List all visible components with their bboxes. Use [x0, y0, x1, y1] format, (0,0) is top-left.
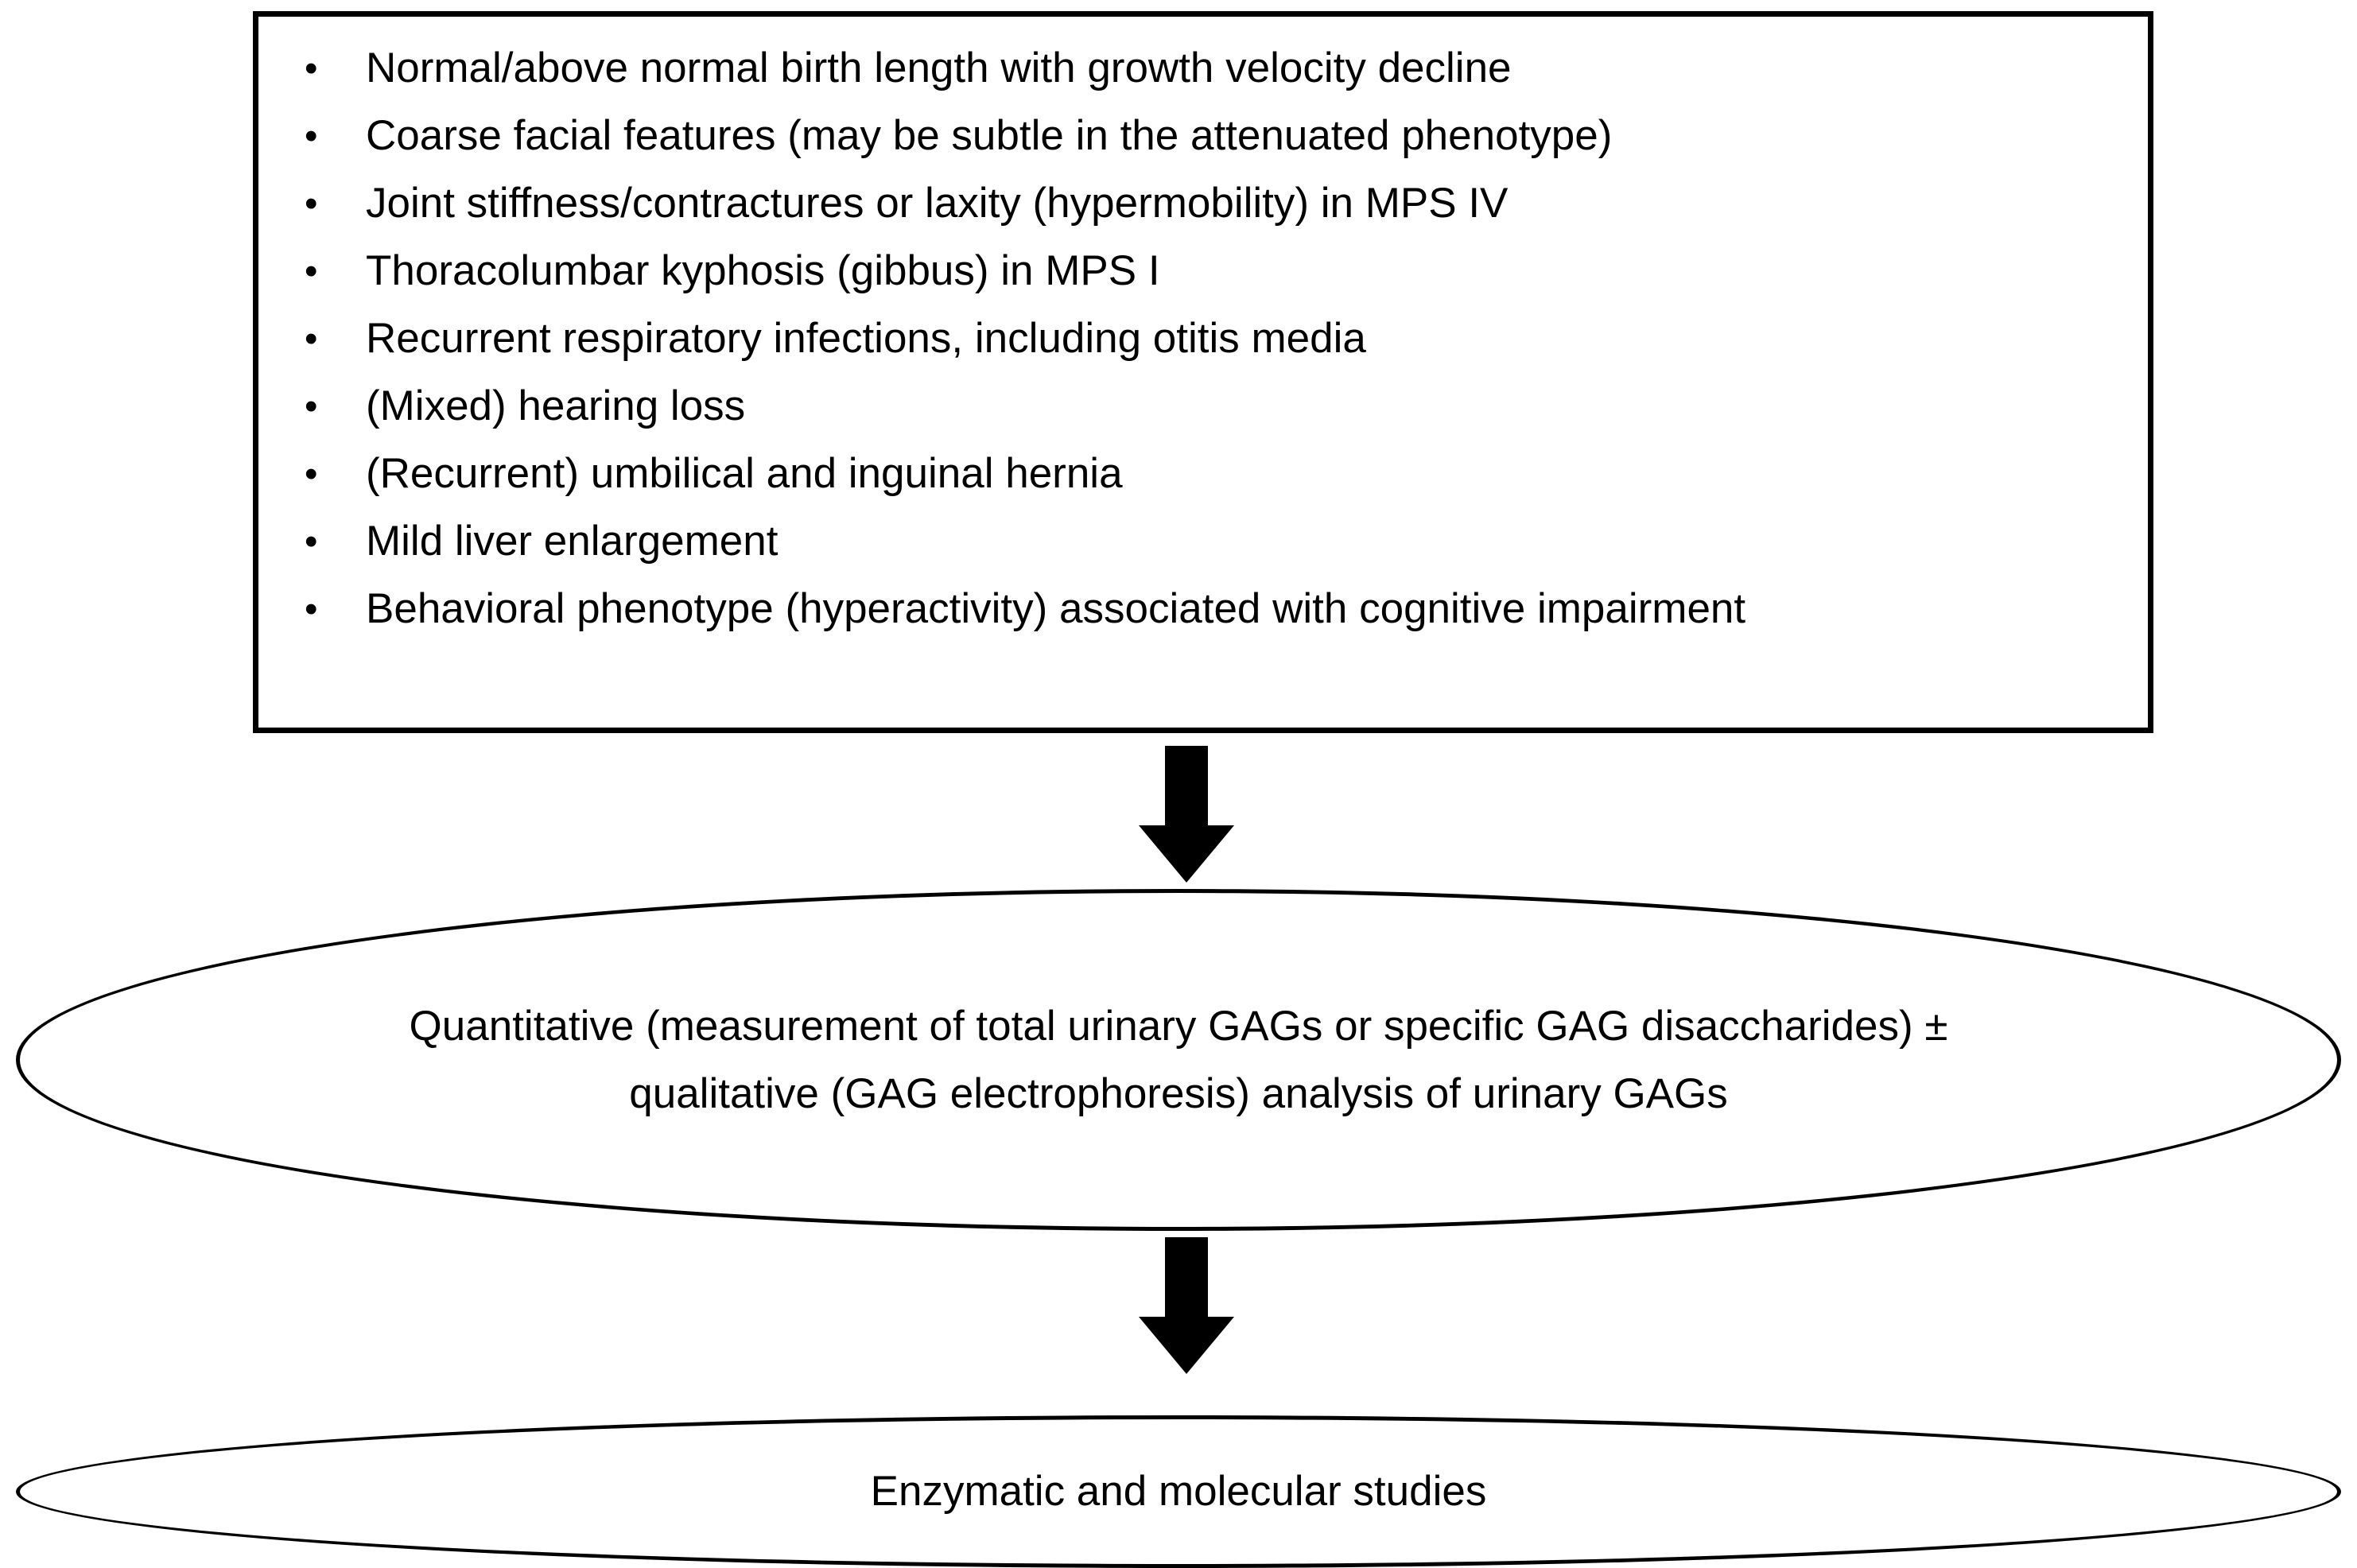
bullet-icon: •	[305, 114, 318, 157]
gag-analysis-node: Quantitative (measurement of total urina…	[16, 889, 2341, 1231]
bullet-icon: •	[305, 317, 318, 359]
clinical-features-list: • Normal/above normal birth length with …	[290, 34, 2132, 642]
list-item-label: Joint stiffness/contractures or laxity (…	[366, 180, 1509, 227]
list-item-label: (Recurrent) umbilical and inguinal herni…	[366, 450, 1123, 497]
bullet-icon: •	[305, 385, 318, 427]
arrow-head	[1139, 825, 1234, 883]
list-item-label: (Mixed) hearing loss	[366, 382, 746, 429]
list-item: • Coarse facial features (may be subtle …	[290, 102, 2132, 169]
arrow-shaft	[1165, 746, 1208, 832]
bullet-icon: •	[305, 182, 318, 224]
bullet-icon: •	[305, 47, 318, 89]
enzymatic-studies-label: Enzymatic and molecular studies	[870, 1468, 1487, 1515]
list-item: • Behavioral phenotype (hyperactivity) a…	[290, 575, 2132, 642]
bullet-icon: •	[305, 250, 318, 292]
list-item-label: Normal/above normal birth length with gr…	[366, 45, 1512, 91]
list-item-label: Recurrent respiratory infections, includ…	[366, 315, 1366, 362]
bullet-icon: •	[305, 588, 318, 630]
arrow-head	[1139, 1317, 1234, 1374]
list-item: • (Mixed) hearing loss	[290, 372, 2132, 440]
list-item: • (Recurrent) umbilical and inguinal her…	[290, 440, 2132, 507]
list-item: • Joint stiffness/contractures or laxity…	[290, 169, 2132, 237]
list-item-label: Coarse facial features (may be subtle in…	[366, 112, 1613, 159]
list-item: • Recurrent respiratory infections, incl…	[290, 305, 2132, 372]
bullet-icon: •	[305, 520, 318, 562]
enzymatic-studies-node: Enzymatic and molecular studies	[16, 1415, 2341, 1568]
list-item: • Mild liver enlargement	[290, 507, 2132, 575]
list-item-label: Behavioral phenotype (hyperactivity) ass…	[366, 585, 1746, 632]
down-arrow-icon	[1139, 1237, 1234, 1374]
list-item-label: Mild liver enlargement	[366, 518, 779, 565]
list-item: • Normal/above normal birth length with …	[290, 34, 2132, 102]
list-item-label: Thoracolumbar kyphosis (gibbus) in MPS I	[366, 247, 1160, 294]
clinical-features-box: • Normal/above normal birth length with …	[253, 11, 2153, 733]
gag-analysis-label: Quantitative (measurement of total urina…	[409, 1003, 1948, 1117]
bullet-icon: •	[305, 452, 318, 495]
down-arrow-icon	[1139, 746, 1234, 883]
list-item: • Thoracolumbar kyphosis (gibbus) in MPS…	[290, 237, 2132, 305]
arrow-shaft	[1165, 1237, 1208, 1323]
